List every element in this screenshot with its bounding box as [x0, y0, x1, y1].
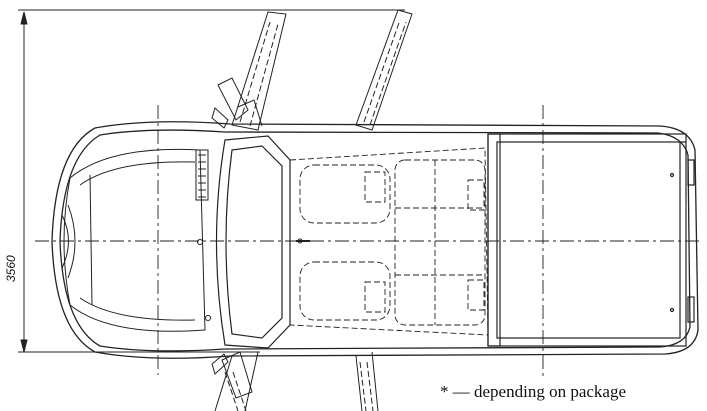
centerlines: [35, 105, 700, 380]
cabin-interior: [289, 147, 489, 336]
cowl-vent: [195, 149, 211, 321]
cargo-bed: [487, 133, 695, 347]
door-rear-right-open: [355, 351, 379, 411]
side-mirrors: [211, 107, 229, 375]
door-rear-left-open: [355, 9, 413, 131]
hood: [61, 148, 206, 332]
door-front-right-open: [214, 351, 259, 411]
door-front-left-open: [217, 11, 287, 131]
vehicle-body: [51, 121, 699, 359]
package-footnote: * — depending on package: [440, 382, 626, 401]
width-dimension-label: 3560: [4, 255, 18, 282]
dimension-line-width: [18, 9, 405, 353]
center-marker: [296, 238, 310, 244]
windshield: [215, 135, 291, 349]
